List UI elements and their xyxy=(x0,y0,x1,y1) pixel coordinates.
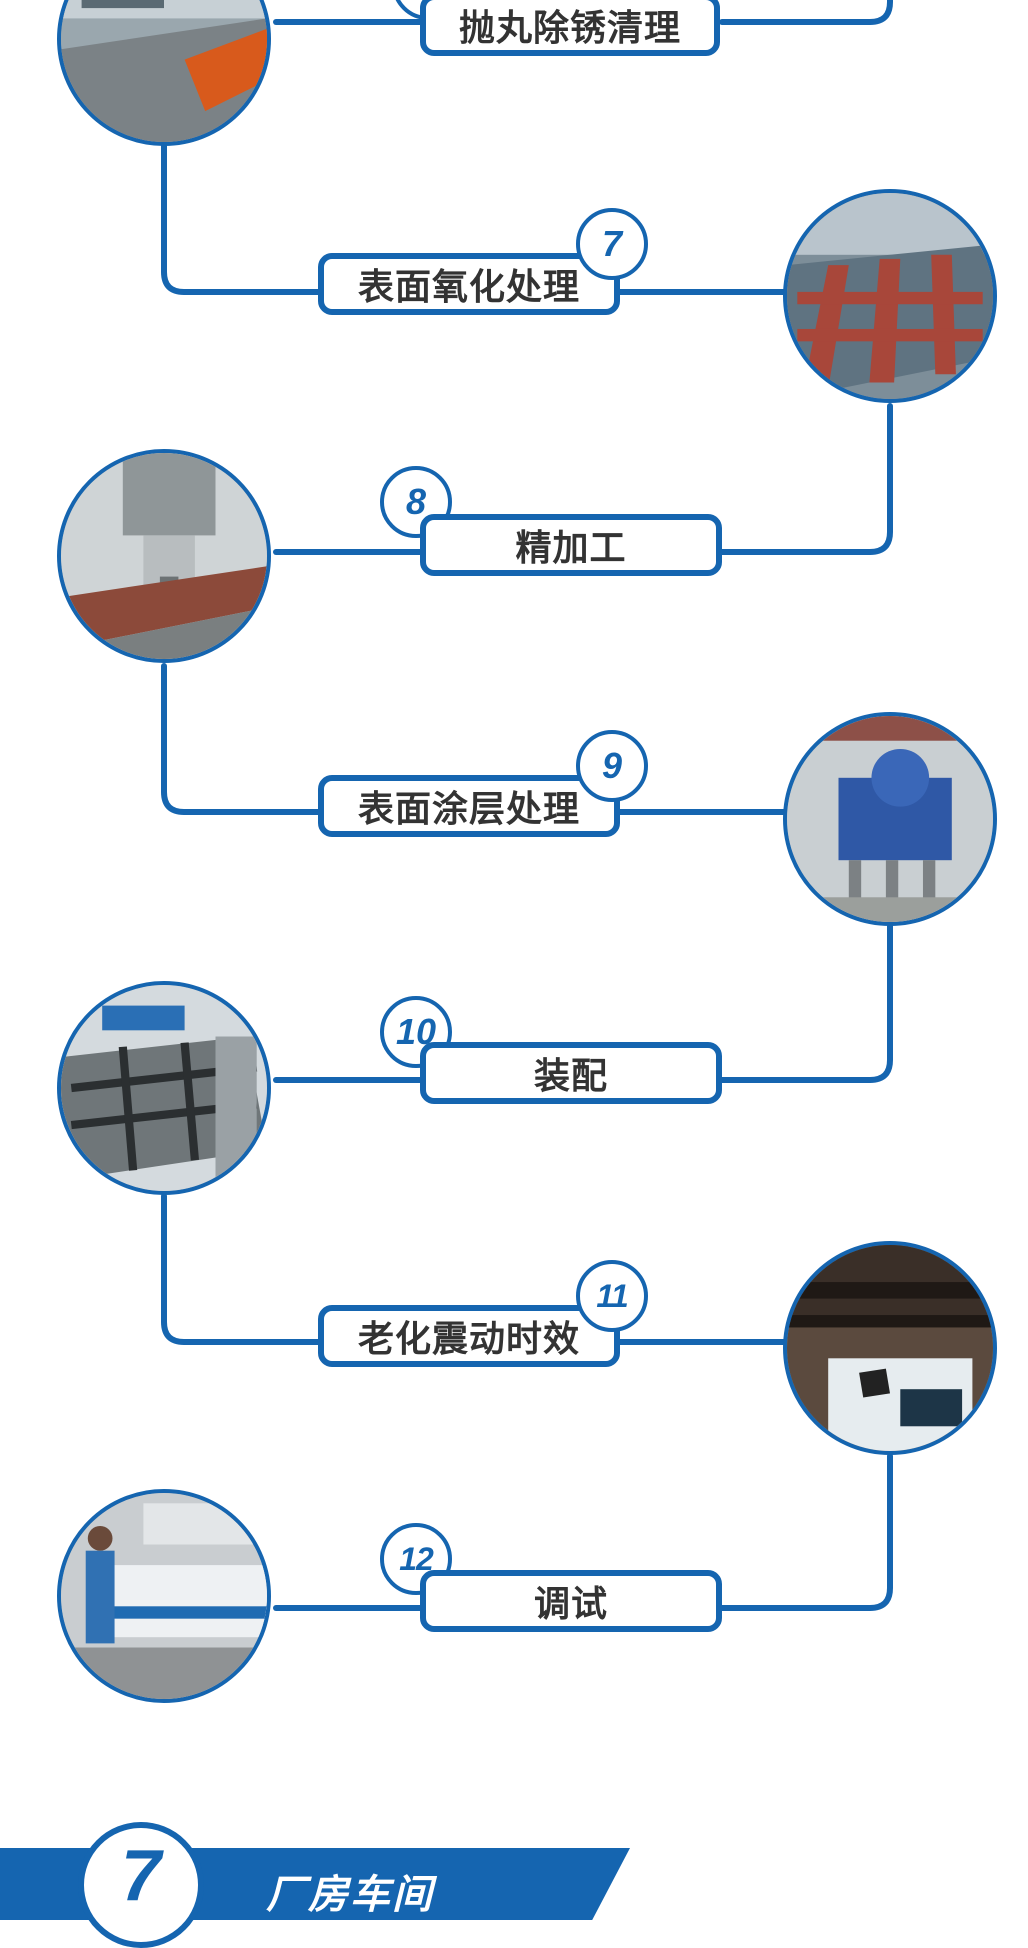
coating-equipment-photo xyxy=(783,712,997,926)
step-number-badge: 9 xyxy=(576,730,648,802)
machine-debugging-photo xyxy=(57,1489,271,1703)
oxidized-steel-frame-photo xyxy=(783,189,997,403)
laser-cutter-assembly-photo xyxy=(57,981,271,1195)
step-label: 老化震动时效 xyxy=(357,1318,580,1359)
step-number-badge: 11 xyxy=(576,1260,648,1332)
step-label-box: 老化震动时效 xyxy=(318,1305,620,1367)
step-number: 8 xyxy=(405,481,427,522)
step-label: 调试 xyxy=(533,1583,608,1624)
step-number: 9 xyxy=(601,745,623,786)
step-number: 7 xyxy=(601,223,623,264)
section-number: 7 xyxy=(120,1836,162,1916)
step-label-box: 调试 xyxy=(420,1570,722,1632)
step-label-box: 精加工 xyxy=(420,514,722,576)
step-label: 表面氧化处理 xyxy=(357,266,580,307)
step-label-box: 表面氧化处理 xyxy=(318,253,620,315)
section-title: 厂房车间 xyxy=(266,1873,434,1917)
step-label: 装配 xyxy=(533,1055,608,1096)
vibration-aging-device-photo xyxy=(783,1241,997,1455)
step-label-box: 表面涂层处理 xyxy=(318,775,620,837)
step-number-badge: 7 xyxy=(576,208,648,280)
shot-blasting-line-photo xyxy=(57,0,271,146)
step-label: 精加工 xyxy=(515,527,627,568)
step-number-badge: 12 xyxy=(380,1523,452,1595)
step-number-badge: 10 xyxy=(380,996,452,1068)
step-label: 表面涂层处理 xyxy=(357,788,580,829)
step-label-box: 装配 xyxy=(420,1042,722,1104)
milling-machine-photo xyxy=(57,449,271,663)
step-number: 11 xyxy=(596,1277,628,1314)
section-number-badge: 7 xyxy=(78,1822,204,1948)
step-label-box: 抛丸除锈清理 xyxy=(420,0,720,56)
step-label: 抛丸除锈清理 xyxy=(458,7,681,48)
